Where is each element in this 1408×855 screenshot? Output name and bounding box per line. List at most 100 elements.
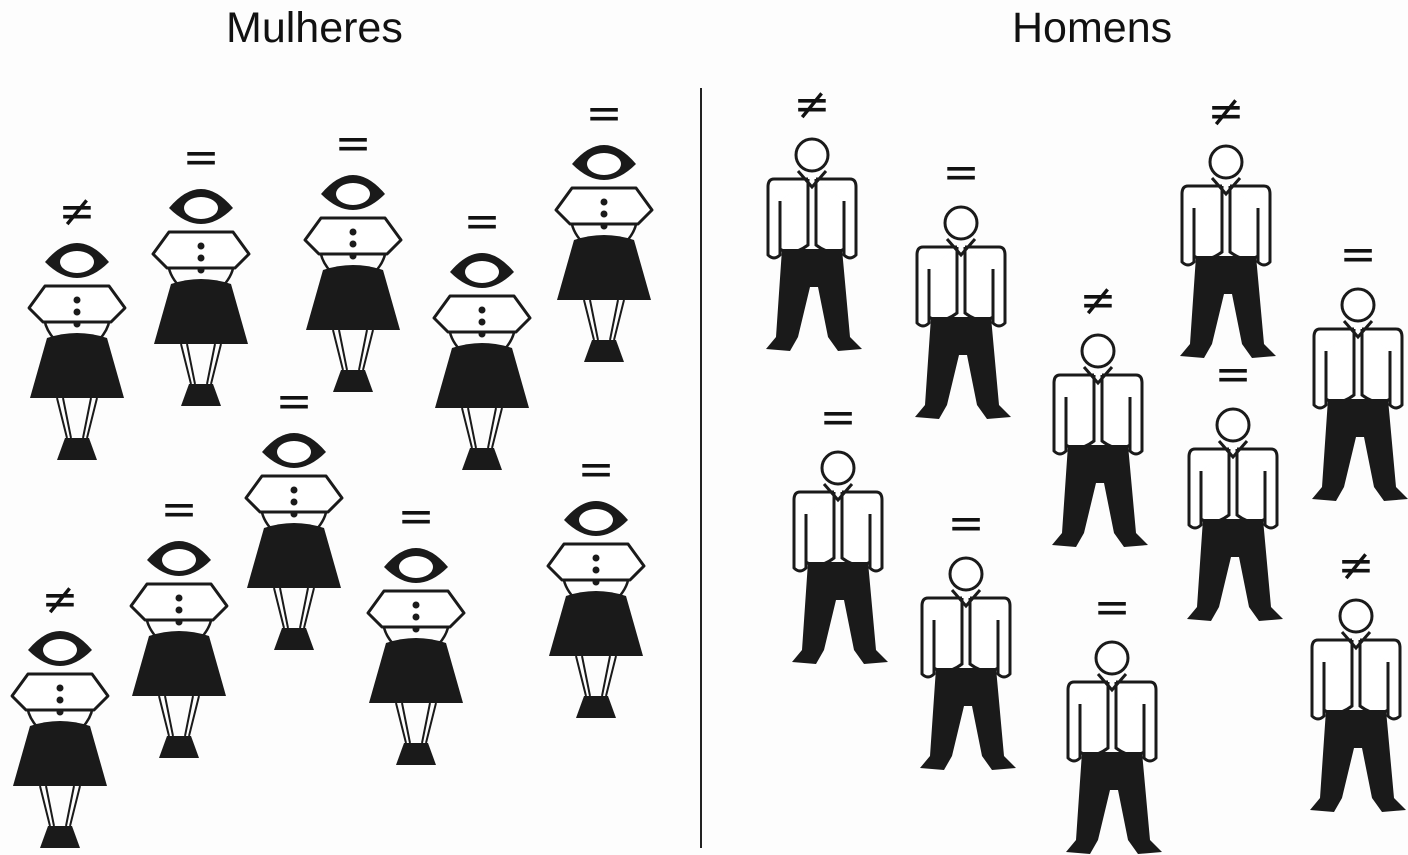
- man-symbol: ≠: [794, 79, 831, 130]
- woman-skirt: [549, 591, 643, 656]
- woman-blouse: [10, 672, 110, 712]
- woman-face: [399, 556, 433, 578]
- woman-button: [56, 684, 64, 692]
- man-shirt-right: [1362, 327, 1404, 410]
- man-collar: [796, 170, 828, 190]
- woman-button: [592, 578, 600, 586]
- man-figure: ≠: [1180, 86, 1276, 358]
- woman-symbol: =: [161, 484, 198, 535]
- woman-skirt: [369, 638, 463, 703]
- woman-symbol: =: [586, 88, 623, 139]
- man-shirt-left: [1066, 680, 1108, 763]
- man-figure: =: [1187, 349, 1283, 621]
- man-symbol: =: [820, 392, 857, 443]
- man-shirt-left: [792, 490, 834, 573]
- woman-skirt: [13, 721, 107, 786]
- woman-symbol: =: [578, 444, 615, 495]
- woman-figure: =: [151, 132, 251, 406]
- woman-legs: [56, 397, 98, 439]
- man-shirt-right: [1360, 638, 1402, 721]
- man-shirt-left: [766, 177, 808, 260]
- man-trousers: [915, 317, 1011, 419]
- man-head: [820, 450, 856, 486]
- woman-button: [592, 554, 600, 562]
- woman-face: [336, 183, 370, 205]
- man-shirt-left: [915, 245, 957, 328]
- man-head: [1208, 144, 1244, 180]
- woman-blouse: [27, 284, 127, 324]
- woman-button: [73, 320, 81, 328]
- woman-button: [600, 222, 608, 230]
- man-collar: [1096, 673, 1128, 693]
- man-trousers: [1180, 256, 1276, 358]
- man-figure: =: [915, 147, 1011, 419]
- man-shirt-left: [1310, 638, 1352, 721]
- woman-button: [412, 625, 420, 633]
- man-trousers: [766, 249, 862, 351]
- man-shirt-right: [1102, 373, 1144, 456]
- woman-button: [175, 606, 183, 614]
- man-collar: [1340, 631, 1372, 651]
- man-shirt-right: [816, 177, 858, 260]
- woman-face: [277, 441, 311, 463]
- woman-blouse: [303, 216, 403, 256]
- woman-shoes: [333, 370, 373, 392]
- woman-shoes: [181, 384, 221, 406]
- man-head: [943, 205, 979, 241]
- woman-button: [73, 308, 81, 316]
- woman-face: [60, 251, 94, 273]
- woman-legs: [575, 655, 617, 697]
- woman-face: [162, 549, 196, 571]
- woman-button: [73, 296, 81, 304]
- man-collar: [950, 589, 982, 609]
- woman-figure: ≠: [27, 186, 127, 460]
- woman-button: [349, 252, 357, 260]
- woman-button: [478, 318, 486, 326]
- woman-symbol: =: [276, 376, 313, 427]
- woman-button: [600, 210, 608, 218]
- woman-button: [592, 566, 600, 574]
- man-figure: ≠: [1052, 275, 1148, 547]
- woman-shoes: [159, 736, 199, 758]
- title-men: Homens: [1012, 4, 1173, 52]
- woman-symbol: =: [335, 118, 372, 169]
- man-trousers: [920, 668, 1016, 770]
- woman-skirt: [435, 343, 529, 408]
- man-symbol: ≠: [1208, 86, 1245, 137]
- man-shirt-left: [1187, 447, 1229, 530]
- woman-skirt: [154, 279, 248, 344]
- woman-symbol: =: [464, 196, 501, 247]
- woman-face: [579, 509, 613, 531]
- woman-button: [600, 198, 608, 206]
- woman-figure: =: [366, 491, 466, 765]
- man-collar: [1342, 320, 1374, 340]
- woman-button: [197, 242, 205, 250]
- man-trousers: [1052, 445, 1148, 547]
- woman-blouse: [432, 294, 532, 334]
- woman-symbol: =: [398, 491, 435, 542]
- woman-symbol: =: [183, 132, 220, 183]
- man-symbol: =: [948, 498, 985, 549]
- woman-face: [184, 197, 218, 219]
- man-head: [1080, 333, 1116, 369]
- man-collar: [945, 238, 977, 258]
- woman-legs: [273, 587, 315, 629]
- man-trousers: [792, 562, 888, 664]
- woman-shoes: [396, 743, 436, 765]
- man-trousers: [1066, 752, 1162, 854]
- man-symbol: ≠: [1080, 275, 1117, 326]
- woman-shoes: [584, 340, 624, 362]
- woman-figure: =: [129, 484, 229, 758]
- man-head: [1338, 598, 1374, 634]
- man-trousers: [1310, 710, 1406, 812]
- woman-skirt: [557, 235, 651, 300]
- man-head: [1340, 287, 1376, 323]
- woman-legs: [332, 329, 374, 371]
- man-head: [948, 556, 984, 592]
- man-figure: ≠: [1310, 540, 1406, 812]
- man-trousers: [1312, 399, 1408, 501]
- woman-figure: =: [432, 196, 532, 470]
- man-shirt-right: [1116, 680, 1158, 763]
- woman-button: [349, 240, 357, 248]
